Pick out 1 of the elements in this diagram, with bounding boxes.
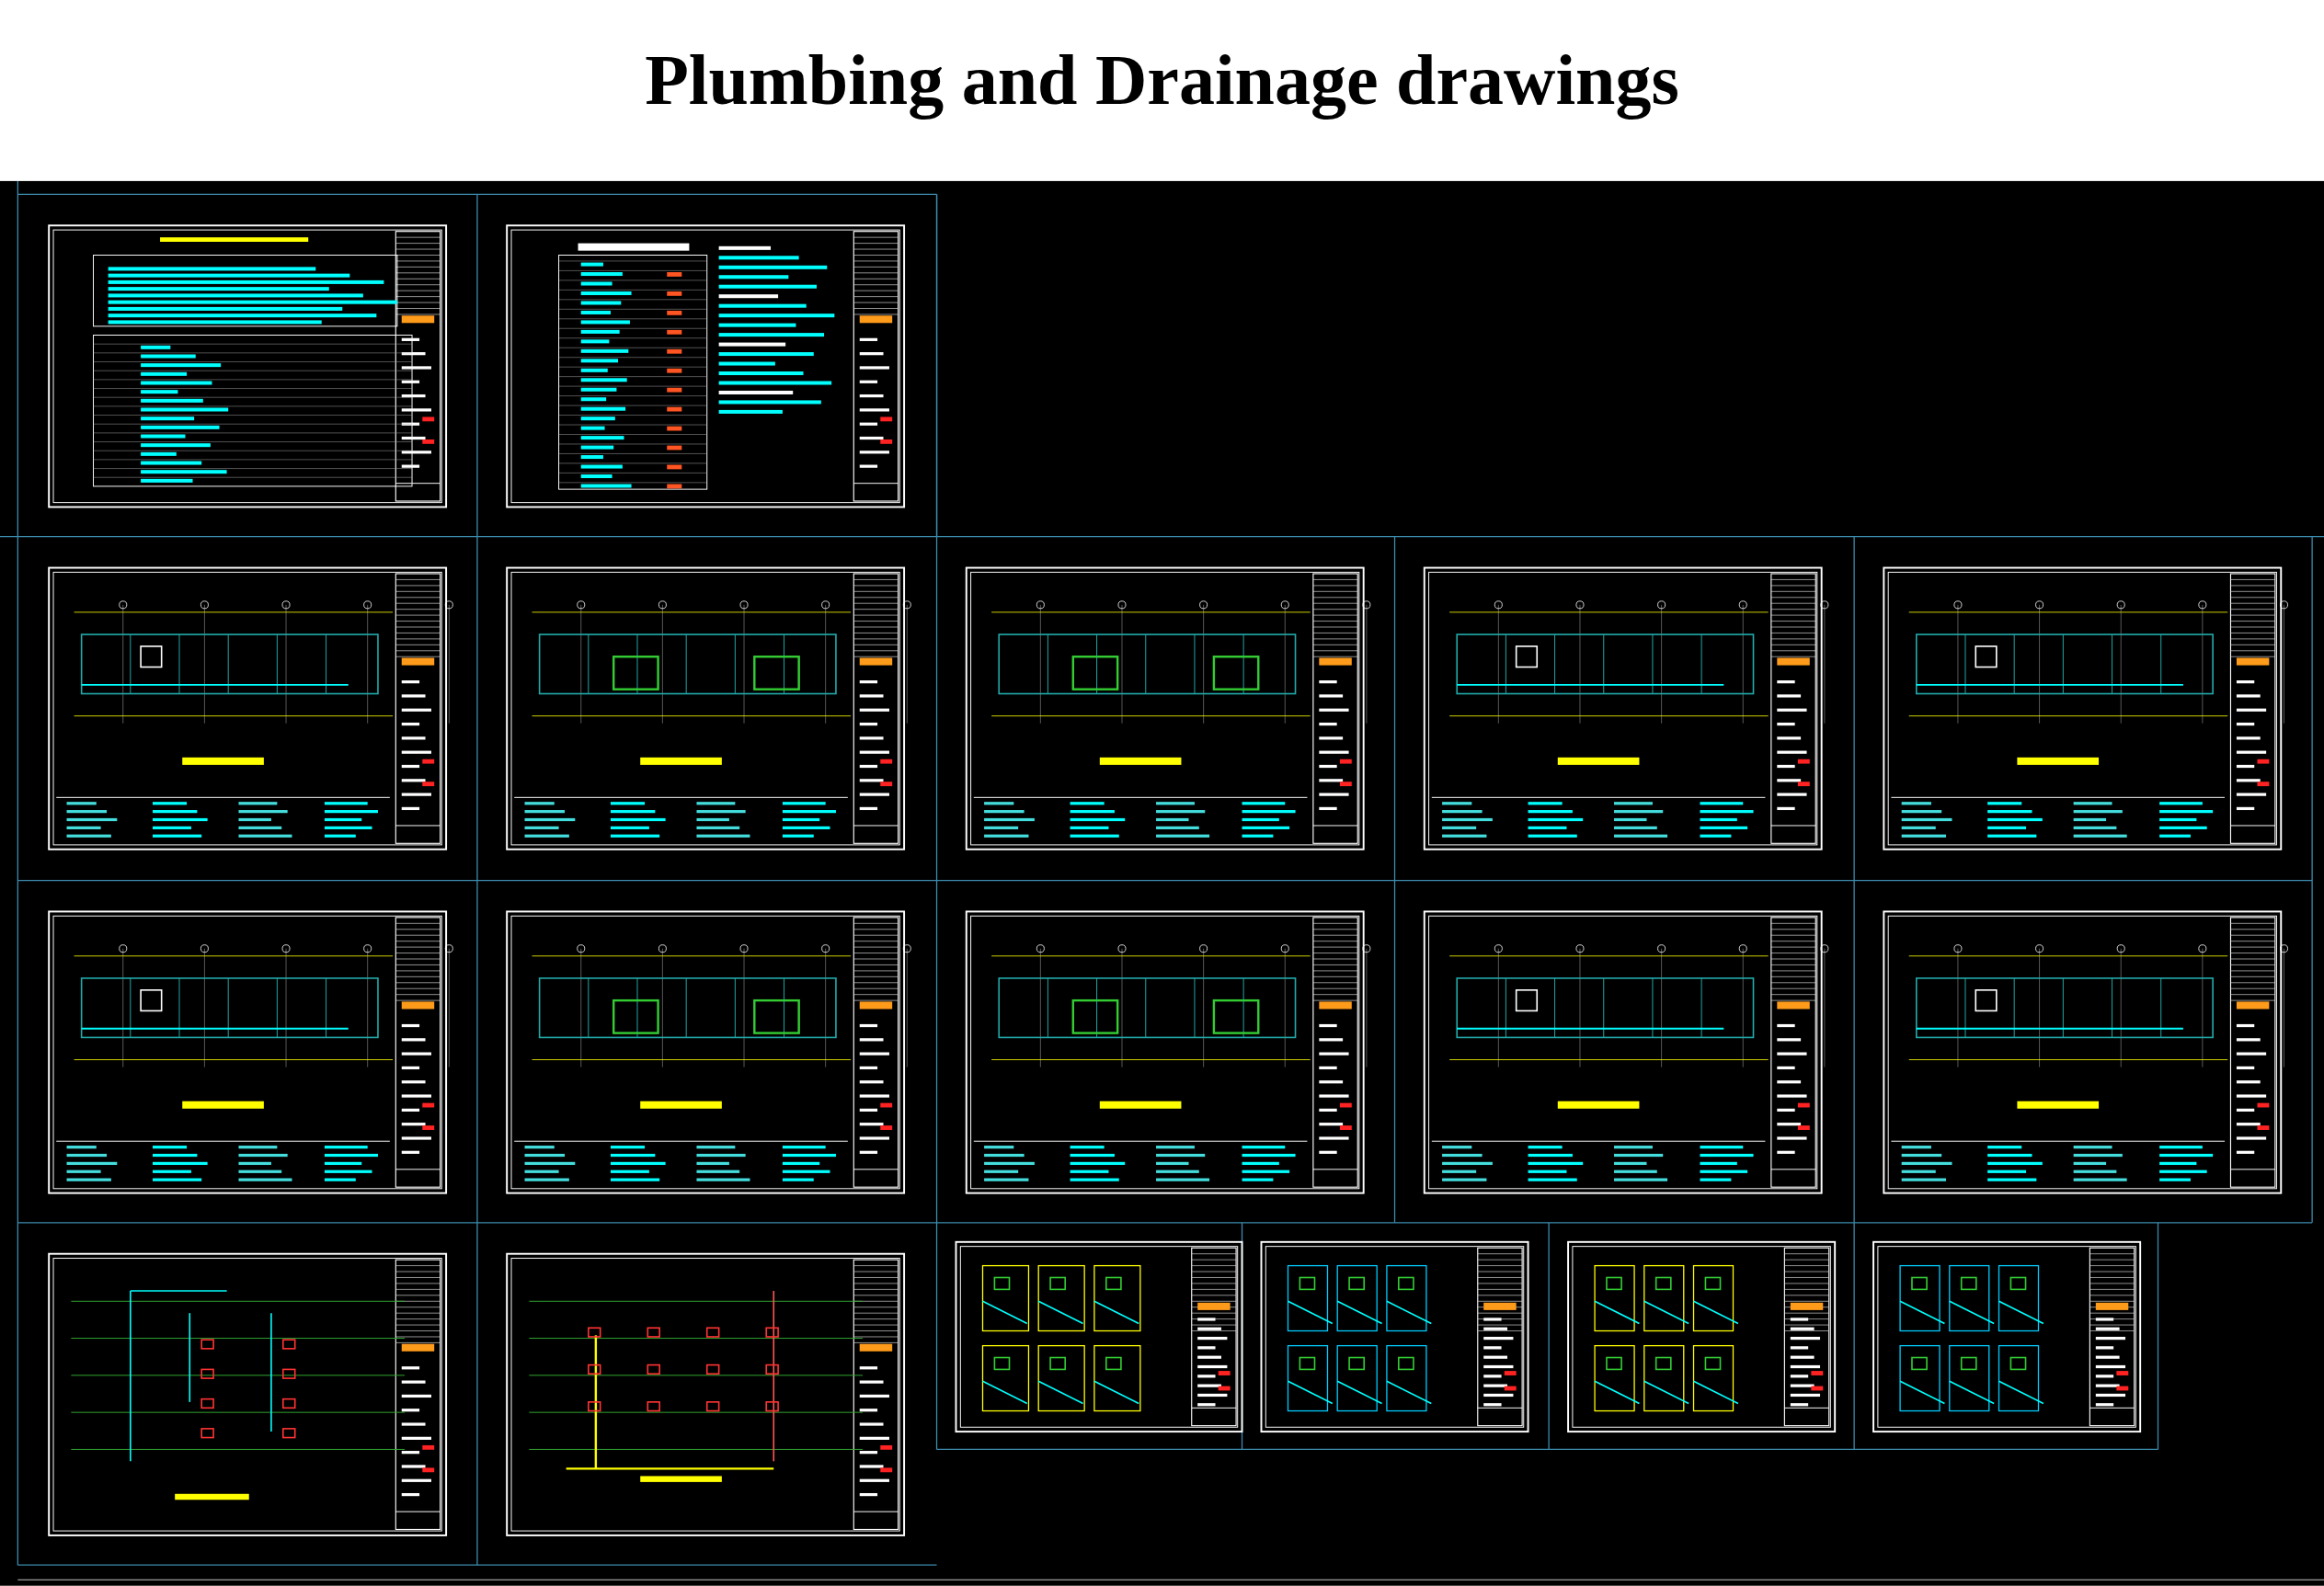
page-title: Plumbing and Drainage drawings <box>645 39 1679 121</box>
